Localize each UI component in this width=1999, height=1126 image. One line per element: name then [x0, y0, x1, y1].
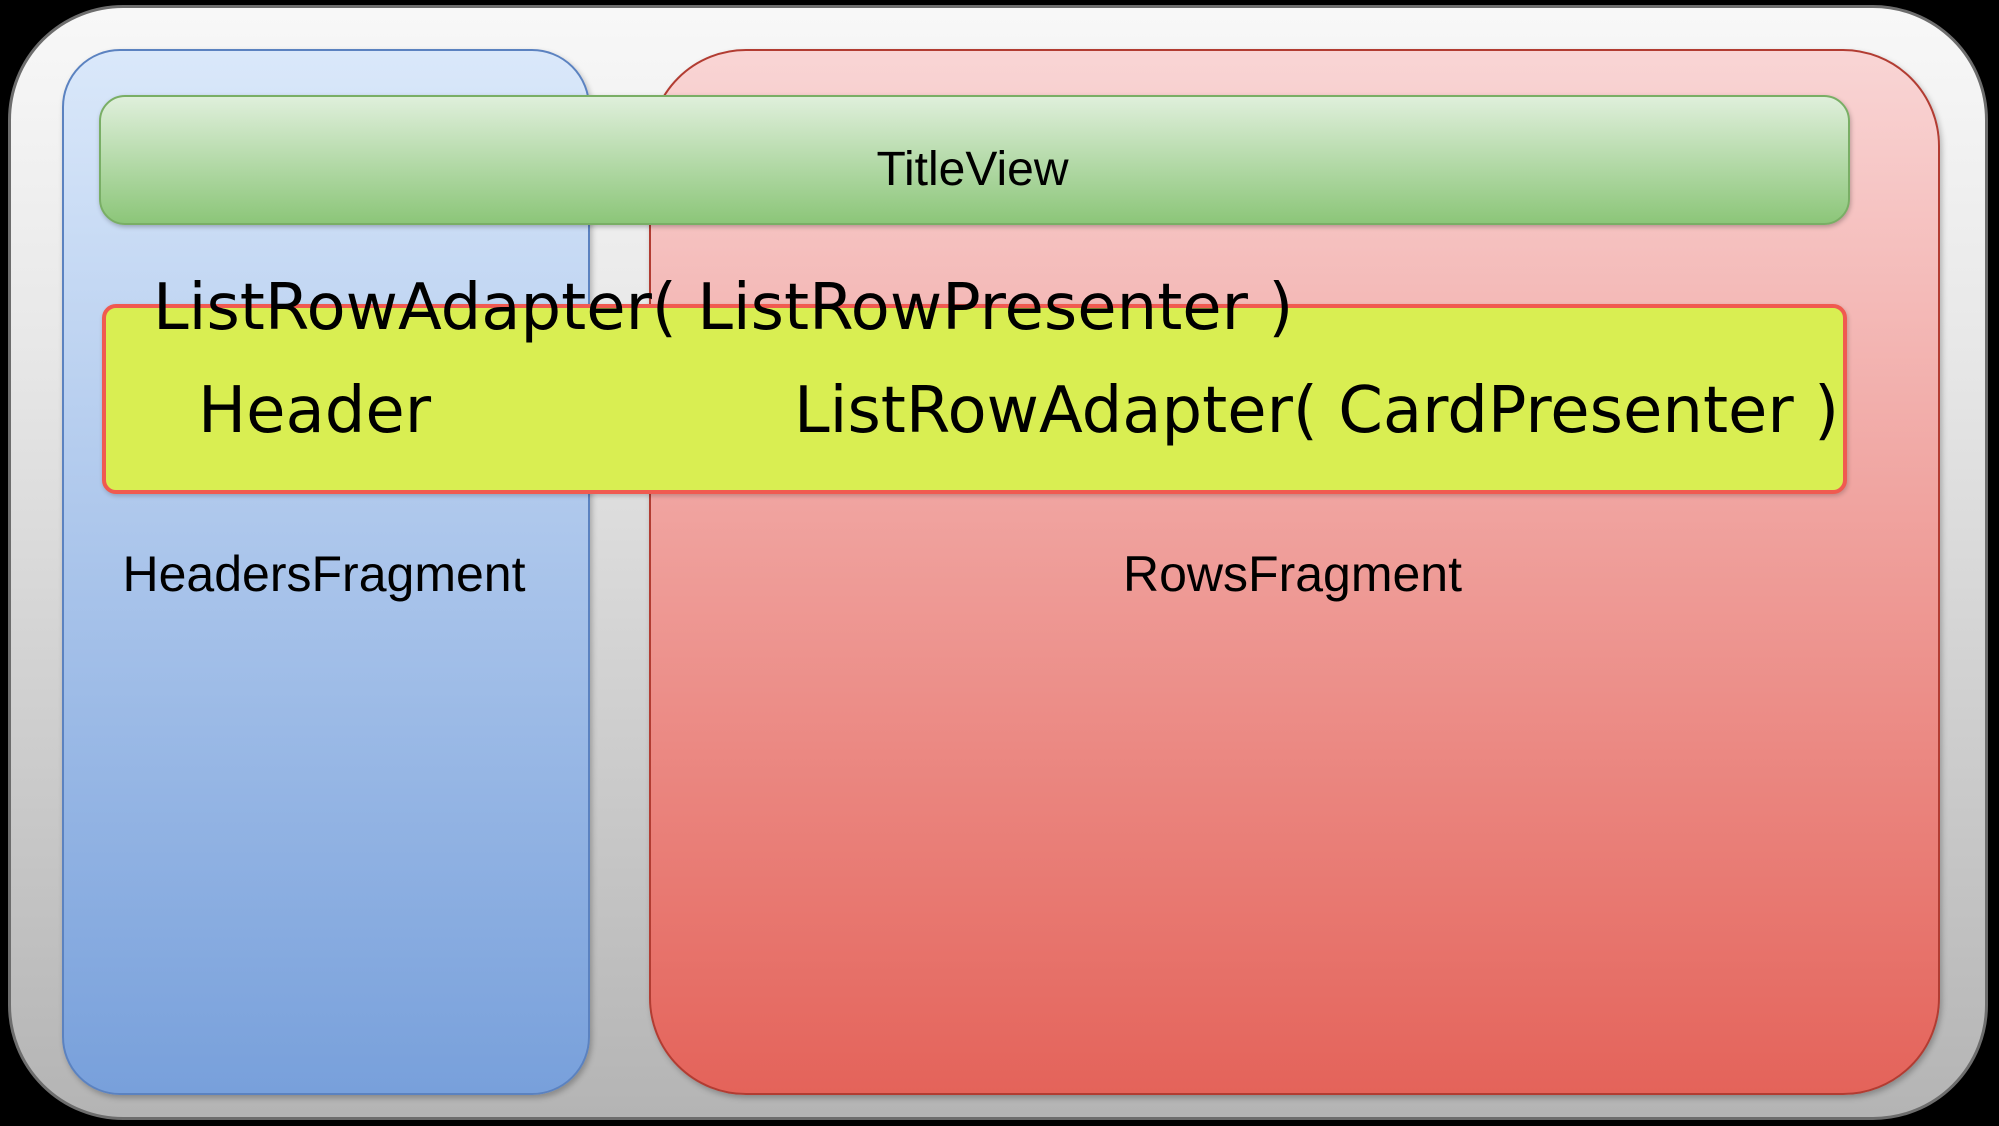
headers-fragment-label: HeadersFragment	[122, 546, 526, 602]
titleview-bar	[99, 95, 1850, 225]
listrow-adapter-box	[102, 304, 1847, 494]
listrow-adapter-listrowpresenter-text: ListRowAdapter( ListRowPresenter )	[153, 271, 1294, 345]
titleview-label: TitleView	[876, 143, 1069, 196]
header-label: Header	[198, 374, 432, 448]
rows-fragment-label: RowsFragment	[1123, 546, 1462, 602]
browse-fragment-canvas: ListRowAdapter( ListRowPresenter ) Heade…	[8, 5, 1988, 1120]
listrow-adapter-cardpresenter-text: ListRowAdapter( CardPresenter )	[794, 374, 1840, 448]
